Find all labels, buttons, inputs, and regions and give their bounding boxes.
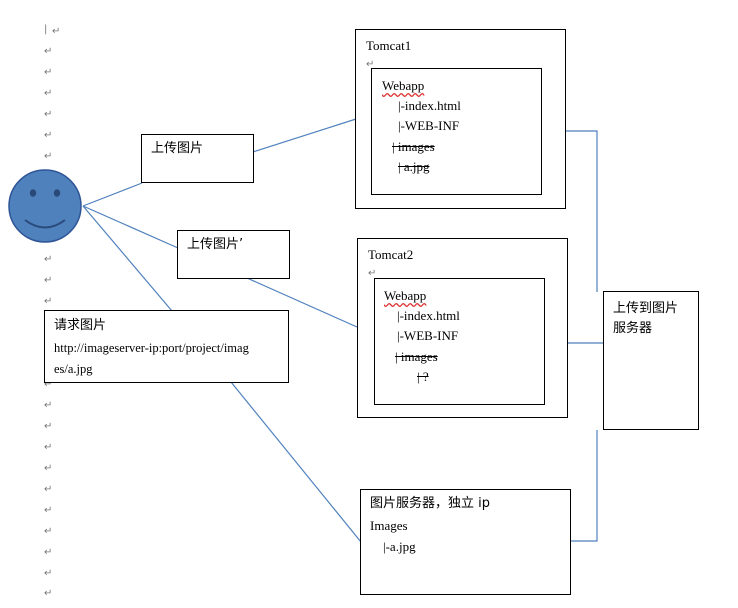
image-server-title: 图片服务器，独立 ip [370, 496, 490, 511]
connector-upload1-tomcat1 [252, 118, 357, 153]
upload-server-line1: 上传到图片 [613, 301, 679, 316]
tomcat1-index-html: |-index.html [398, 98, 461, 113]
tomcat1-webapp-label: Webapp [382, 78, 425, 93]
upload1-label: 上传图片 [151, 141, 204, 156]
tomcat2-web-inf: |-WEB-INF [397, 328, 459, 343]
connector-request-imageserver [230, 381, 362, 543]
request-title: 请求图片 [54, 318, 107, 333]
tomcat2-index-html: |-index.html [397, 308, 460, 323]
tomcat2-webapp-box: Webapp |-index.html |-WEB-INF | images |… [374, 278, 545, 405]
connector-user-request [82, 205, 173, 312]
connector-uploadserver-imageserver [571, 430, 598, 542]
tomcat2-webapp-label: Webapp [384, 288, 427, 303]
connector-user-upload2 [82, 205, 179, 249]
request-url-line1: http://imageserver-ip:port/project/imag [54, 341, 249, 355]
request-url-line2: es/a.jpg [54, 362, 93, 376]
tomcat1-box: Tomcat1 ↵ Webapp |-index.html |-WEB-INF … [355, 29, 566, 209]
tomcat1-images: | images [392, 139, 435, 154]
tomcat2-box: Tomcat2 ↵ Webapp |-index.html |-WEB-INF … [357, 238, 568, 418]
tomcat1-web-inf: |-WEB-INF [398, 118, 460, 133]
tomcat1-title: Tomcat1 [366, 38, 412, 53]
request-box: 请求图片 http://imageserver-ip:port/project/… [44, 310, 289, 383]
upload-server-line2: 服务器 [613, 321, 653, 336]
image-server-folder: Images [370, 518, 408, 533]
upload2-box: 上传图片’ [177, 230, 290, 279]
upload1-box: 上传图片 [141, 134, 254, 183]
connector-upload2-tomcat2 [246, 277, 358, 328]
user-smiley-icon [8, 169, 82, 243]
image-server-box: 图片服务器，独立 ip Images |-a.jpg [360, 489, 571, 595]
upload-server-box: 上传到图片 服务器 [603, 291, 699, 430]
upload2-label: 上传图片’ [187, 237, 244, 252]
tomcat1-a-jpg: | a.jpg [398, 159, 430, 174]
tomcat2-images: | images [395, 349, 438, 364]
tomcat2-title: Tomcat2 [368, 247, 414, 262]
image-server-file: |-a.jpg [383, 539, 416, 554]
tomcat1-webapp-box: Webapp |-index.html |-WEB-INF | images |… [371, 68, 542, 195]
tomcat2-question: | ? [417, 369, 429, 384]
connector-user-upload1 [82, 182, 143, 207]
